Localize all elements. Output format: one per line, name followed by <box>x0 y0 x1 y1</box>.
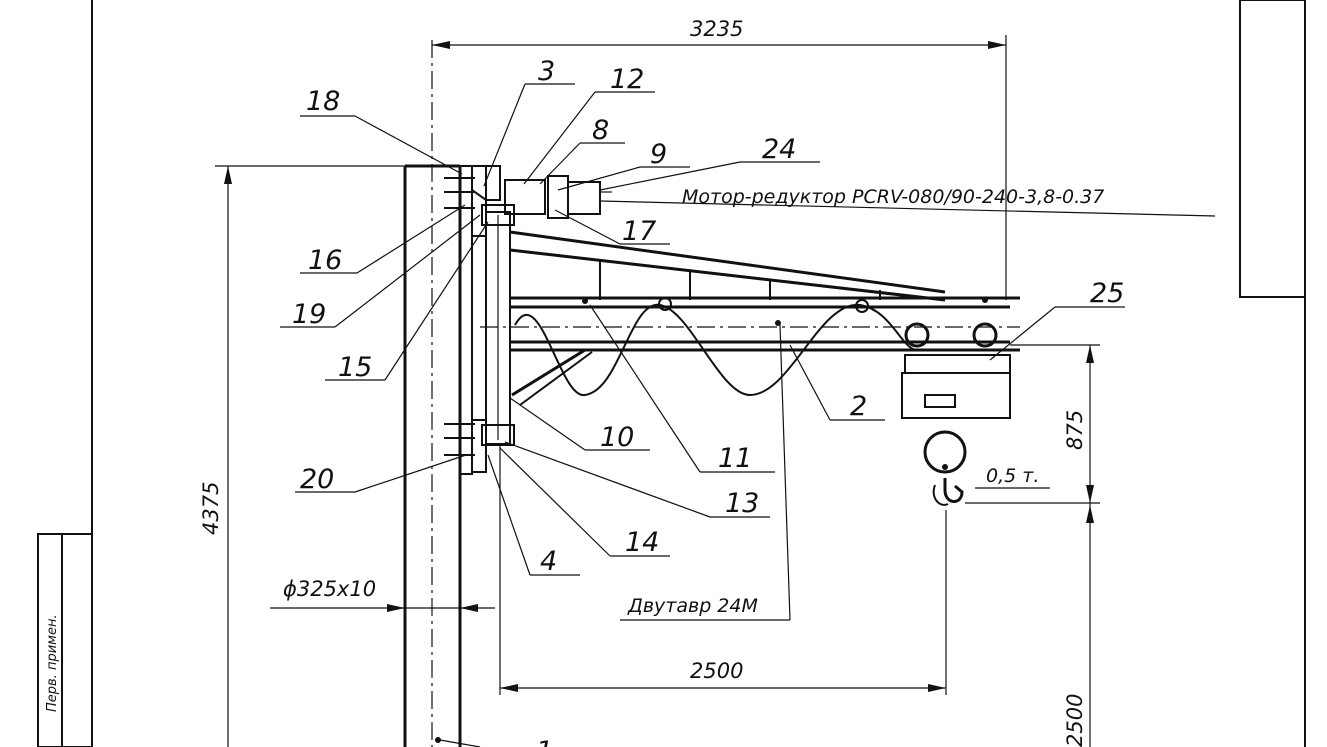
callout-25: 25 <box>1090 278 1124 309</box>
callout-4: 4 <box>540 546 557 577</box>
beam-label: Двутавр 24М <box>627 595 758 617</box>
callout-17: 17 <box>622 216 656 247</box>
dim-hook-height: 875 <box>1063 410 1087 450</box>
callout-14: 14 <box>625 527 659 558</box>
callout-12: 12 <box>610 64 644 95</box>
callout-20: 20 <box>300 464 334 495</box>
column-pipe <box>403 40 462 747</box>
callout-19: 19 <box>292 299 326 330</box>
leader-lines <box>280 83 1216 747</box>
callout-24: 24 <box>762 134 796 165</box>
festoon-cable <box>514 303 916 397</box>
callout-2: 2 <box>850 391 867 422</box>
stamp-label: Перв. примен. <box>45 614 60 712</box>
callout-8: 8 <box>592 115 609 146</box>
motor-reducer <box>504 175 612 219</box>
rotating-mast <box>481 204 515 446</box>
dim-top-span: 3235 <box>690 17 743 41</box>
dim-pipe-size: ϕ325x10 <box>283 577 376 601</box>
sheet-frame <box>37 0 1306 747</box>
load-label: 0,5 т. <box>986 465 1039 487</box>
hoist <box>901 322 1011 506</box>
callout-16: 16 <box>308 245 342 276</box>
dimension-lines <box>215 35 1100 747</box>
jib-arm <box>480 230 1020 406</box>
motor-label: Мотор-редуктор PCRV-080/90-240-3,8-0.37 <box>682 186 1104 208</box>
callout-15: 15 <box>338 352 372 383</box>
callout-18: 18 <box>306 86 340 117</box>
dim-reach: 2500 <box>690 659 743 683</box>
callout-1: 1 <box>536 736 553 747</box>
dim-height-total: 4375 <box>199 482 223 535</box>
callout-3: 3 <box>538 56 555 87</box>
callout-11: 11 <box>718 443 752 474</box>
callout-9: 9 <box>650 139 667 170</box>
dim-lower-height: 2500 <box>1063 694 1087 747</box>
callout-10: 10 <box>600 422 634 453</box>
callout-13: 13 <box>725 488 759 519</box>
